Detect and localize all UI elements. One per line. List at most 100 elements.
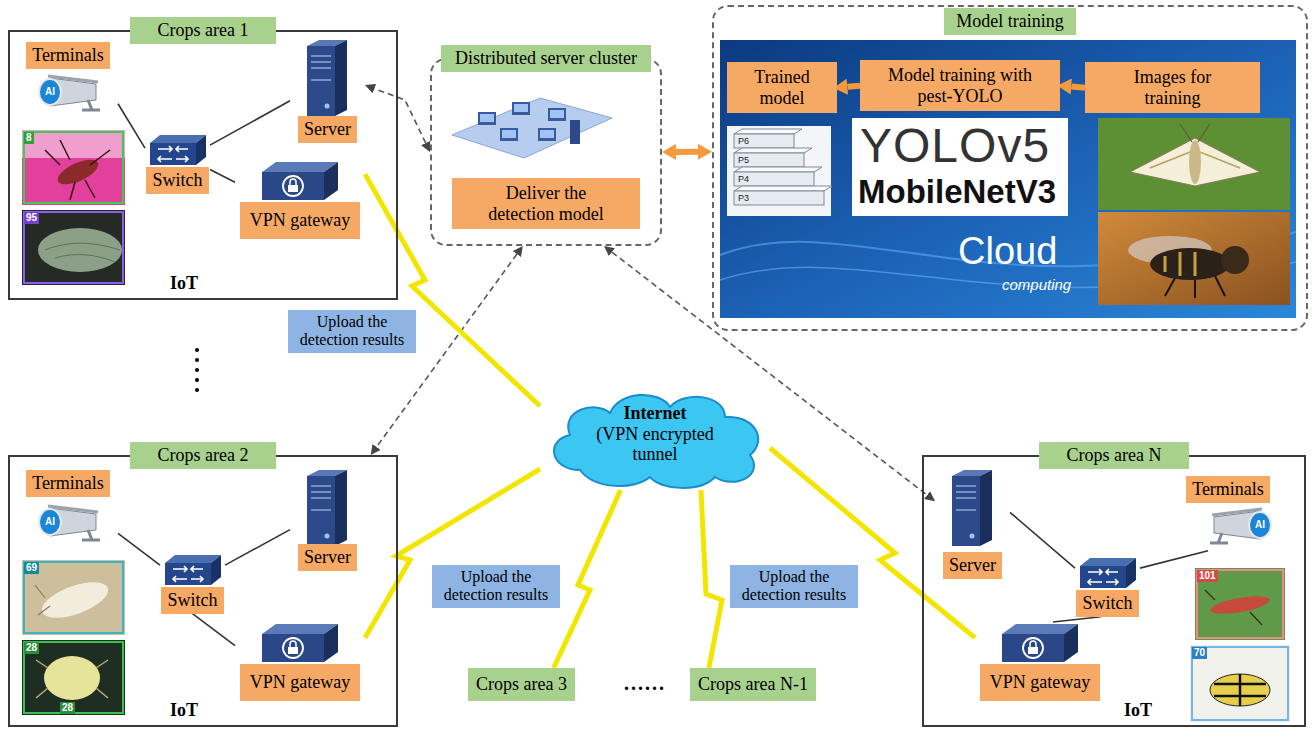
server-cluster-icon <box>570 120 580 144</box>
insect-photo <box>22 560 125 635</box>
logo-panel <box>852 118 1068 216</box>
terminal-camera <box>1210 509 1271 543</box>
fly-photo <box>1165 276 1225 298</box>
network-label: IoT <box>1124 700 1152 721</box>
switch-symbol <box>150 135 206 165</box>
group-heading: Crops area N <box>1039 442 1190 469</box>
insect-photo <box>1190 645 1290 722</box>
insect-photo <box>37 575 112 625</box>
area-label: Crops area 3 <box>476 674 567 695</box>
insect-photo <box>24 132 123 203</box>
insect-photo <box>1205 590 1262 625</box>
moth-photo <box>1098 118 1290 210</box>
network-wire <box>193 614 236 646</box>
process-box: Deliver the detection model <box>452 178 640 229</box>
label-anchor: 101 <box>1197 570 1218 582</box>
server-symbol <box>307 40 347 116</box>
logo-panel <box>852 118 1068 216</box>
feature-pyramid <box>734 153 804 167</box>
fly-photo <box>1150 248 1230 280</box>
continuation-dots <box>195 348 199 392</box>
switch-symbol <box>1080 558 1136 588</box>
insect-photo <box>45 243 120 262</box>
device-node: Switch <box>160 553 225 614</box>
server-symbol <box>952 470 992 546</box>
insect-photo <box>36 660 108 698</box>
detection-number: 28 <box>24 642 39 654</box>
feature-pyramid <box>734 191 824 205</box>
detection-number: 69 <box>24 562 39 574</box>
process-box: Images for training <box>1085 62 1260 113</box>
upload-label: Upload the detection results <box>432 565 560 608</box>
device-label: Server <box>298 544 357 571</box>
vpn-gateway-symbol <box>262 624 338 662</box>
device-label: Switch <box>1076 590 1138 617</box>
group-heading: Model training <box>944 8 1075 35</box>
network-wire <box>1010 512 1075 568</box>
fly-photo <box>1098 212 1290 305</box>
process-box: Model training with pest-YOLO <box>860 60 1060 111</box>
network-wire <box>225 530 290 566</box>
area-box: Crops area 3 <box>468 668 575 701</box>
device-node: Terminals <box>18 42 118 115</box>
insect-photo <box>24 642 123 713</box>
camera-badge: AI <box>38 85 62 99</box>
pyramid-level: P6 <box>738 134 749 148</box>
camera-badge: AI <box>38 515 62 529</box>
pyramid-level: P5 <box>738 153 749 167</box>
internet-cloud: Internet(VPN encrypted tunnel <box>540 385 770 490</box>
label-anchor: ...... <box>624 672 666 695</box>
process-label: Deliver the detection model <box>476 183 616 224</box>
insect-photo <box>22 210 125 285</box>
insect-photo <box>1195 568 1285 640</box>
vpn-gateway-symbol <box>262 624 338 662</box>
detection-number: 70 <box>1192 647 1207 659</box>
insect-photo <box>1214 674 1266 706</box>
crop-area-box: Crops area 1IoTTerminalsServerSwitchVPN … <box>8 30 398 300</box>
feature-pyramid <box>734 167 822 172</box>
label-anchor: P4 <box>738 172 749 186</box>
feature-pyramid <box>734 134 794 148</box>
server-cluster-icon <box>478 112 496 125</box>
label-anchor: AI <box>1248 518 1272 532</box>
network-wire <box>1053 617 1101 622</box>
cloud-shape <box>554 395 758 488</box>
feature-pyramid <box>734 129 802 134</box>
group-heading: Crops area 2 <box>130 442 277 469</box>
server-cluster-icon <box>502 130 516 138</box>
insect-photo <box>1195 568 1285 640</box>
connector-layer <box>118 86 1208 668</box>
server-cluster-icon <box>538 128 556 141</box>
device-node: VPN gateway <box>975 622 1105 701</box>
device-label: Server <box>298 116 357 143</box>
label-anchor: 70 <box>1192 647 1207 659</box>
detection-number: 95 <box>24 212 39 224</box>
server-symbol <box>307 470 347 546</box>
logo-text: MobileNetV3 <box>858 172 1056 212</box>
device-node: Terminals <box>1178 476 1278 551</box>
terminal-camera <box>39 76 100 110</box>
device-label: VPN gateway <box>240 202 360 239</box>
detection-number: 8 <box>24 132 34 144</box>
label-anchor: P3 <box>738 191 749 205</box>
server-cluster-icon <box>512 102 530 115</box>
vpn-gateway-symbol <box>262 162 338 200</box>
label-anchor: 8 <box>24 132 34 144</box>
device-label: VPN gateway <box>240 664 360 701</box>
feature-pyramid <box>734 172 814 186</box>
moth-photo <box>1180 124 1210 142</box>
cloud-label: (VPN encrypted tunnel <box>580 424 730 465</box>
device-node: Terminals <box>18 470 118 545</box>
moth-photo <box>1130 138 1260 186</box>
cloud-computing-panel <box>720 40 1296 318</box>
switch-symbol <box>165 555 221 585</box>
feature-pyramid <box>734 186 832 191</box>
insect-photo <box>1197 570 1283 638</box>
logo-text: YOLOv5 <box>860 122 1050 170</box>
device-label: Terminals <box>26 42 110 69</box>
device-node: Switch <box>145 133 210 194</box>
wireless-link <box>554 490 621 668</box>
crop-area-box: Crops area NIoTServerTerminalsSwitchVPN … <box>922 455 1306 727</box>
network-wire <box>118 533 160 565</box>
switch-symbol <box>150 135 206 165</box>
